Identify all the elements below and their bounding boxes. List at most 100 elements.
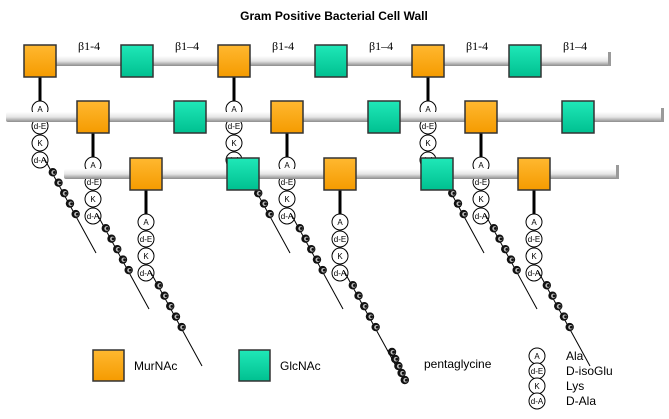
legend-pentaglycine-icon xyxy=(387,347,409,385)
amino-acid-label: d-A xyxy=(528,269,541,278)
amino-acid-d-a: d-A xyxy=(472,207,490,225)
glycine-bead xyxy=(65,199,75,208)
glcnac-square xyxy=(561,100,595,134)
amino-acid-circle xyxy=(31,151,49,169)
amino-acid-label: K xyxy=(425,139,431,148)
linkage-label: β1–4 xyxy=(369,39,393,53)
linkage-label: β1-4 xyxy=(272,39,294,53)
glycine-bead xyxy=(501,244,510,254)
murnac-square xyxy=(76,100,110,134)
glycine-bead xyxy=(559,312,569,321)
glcnac-square xyxy=(420,157,454,191)
glycine-bead xyxy=(512,265,521,275)
amino-acid-circle xyxy=(525,213,543,231)
glcnac-square xyxy=(314,44,348,78)
amino-acid-a: A xyxy=(528,347,546,365)
murnac-square xyxy=(217,44,251,78)
amino-acid-circle xyxy=(278,190,296,208)
amino-acid-label: d-E xyxy=(531,367,543,376)
amino-acid-d-a: d-A xyxy=(31,151,49,169)
murnac-square xyxy=(517,157,551,191)
amino-acid-label: d-E xyxy=(475,178,487,187)
amino-acid-label: d-E xyxy=(422,122,434,131)
legend-pentaglycine-label: pentaglycine xyxy=(424,357,492,371)
amino-acid-label: K xyxy=(478,195,484,204)
amino-acid-d-e: d-E xyxy=(525,230,543,248)
legend-aa-name: D-Ala xyxy=(566,394,596,408)
glycine-bead xyxy=(101,224,111,233)
amino-acid-label: K xyxy=(37,139,43,148)
amino-acid-circle xyxy=(525,264,543,282)
glycine-bead xyxy=(118,255,128,264)
amino-acid-circle xyxy=(525,247,543,265)
amino-acid-label: A xyxy=(143,218,149,227)
glycine-bead xyxy=(542,281,551,290)
amino-acid-circle xyxy=(31,134,49,152)
amino-acid-label: A xyxy=(425,105,431,114)
backbone-end xyxy=(661,108,664,122)
amino-acid-label: d-E xyxy=(528,235,540,244)
amino-acid-a: A xyxy=(525,213,543,231)
murnac-square xyxy=(411,44,445,78)
glycine-bead xyxy=(506,255,516,264)
glycine-bead xyxy=(318,265,327,275)
murnac-square xyxy=(23,44,57,78)
amino-acid-label: d-A xyxy=(531,397,544,406)
stem-peptide: Ad-E Kd-A xyxy=(137,190,203,367)
amino-acid-circle xyxy=(331,247,349,265)
glycine-bead xyxy=(495,234,504,243)
amino-acid-d-a: d-A xyxy=(528,392,546,410)
amino-acid-label: d-A xyxy=(281,212,294,221)
amino-acid-k: K xyxy=(331,247,349,265)
amino-acid-circle xyxy=(84,190,102,208)
murnac-square xyxy=(323,157,357,191)
amino-acid-label: A xyxy=(534,352,540,361)
amino-acid-circle xyxy=(225,134,243,152)
amino-acid-k: K xyxy=(278,190,296,208)
amino-acid-d-e: d-E xyxy=(331,230,349,248)
amino-acid-k: K xyxy=(84,190,102,208)
amino-acid-label: d-E xyxy=(34,122,46,131)
glycine-bead xyxy=(397,368,406,378)
legend-aa-name: D-isoGlu xyxy=(566,364,613,378)
legend-glcnac-label: GlcNAc xyxy=(280,359,321,373)
glycine-bead xyxy=(391,354,400,364)
amino-acid-k: K xyxy=(525,247,543,265)
glycine-bead xyxy=(459,209,468,219)
amino-acid-label: A xyxy=(478,161,484,170)
amino-acid-label: K xyxy=(143,252,149,261)
glycine-bead xyxy=(307,244,316,254)
amino-acid-label: d-A xyxy=(475,212,488,221)
amino-acid-label: d-E xyxy=(228,122,240,131)
glycine-bead xyxy=(548,291,557,300)
amino-acid-circle xyxy=(84,207,102,225)
amino-acid-a: A xyxy=(137,213,155,231)
amino-acid-d-e: d-E xyxy=(137,230,155,248)
amino-acid-label: A xyxy=(284,161,290,170)
amino-acid-circle xyxy=(472,207,490,225)
amino-acid-circle xyxy=(331,264,349,282)
stem-peptide: Ad-EKd-A xyxy=(225,77,291,254)
glycine-bead xyxy=(54,178,63,187)
amino-acid-label: d-E xyxy=(140,235,152,244)
glycine-bead xyxy=(371,322,380,332)
stem-peptide: Ad-EKd-A xyxy=(278,133,344,310)
murnac-square xyxy=(129,157,163,191)
amino-acid-circle xyxy=(472,190,490,208)
glycine-bead xyxy=(387,347,397,357)
amino-acid-d-a: d-A xyxy=(331,264,349,282)
amino-acid-circle xyxy=(528,392,546,410)
amino-acid-circle xyxy=(331,213,349,231)
amino-acid-label: d-A xyxy=(140,269,153,278)
murnac-square xyxy=(464,100,498,134)
glycine-bead xyxy=(259,199,269,208)
linkage-label: β1-4 xyxy=(78,39,100,53)
amino-acid-circle xyxy=(137,247,155,265)
glycine-bead xyxy=(265,209,274,219)
glycine-bead xyxy=(60,188,69,198)
legend-aa-name: Ala xyxy=(566,349,584,363)
amino-acid-label: d-A xyxy=(87,212,100,221)
glycine-bead xyxy=(365,312,375,321)
glycine-bead xyxy=(166,301,175,311)
glycine-bead xyxy=(301,234,310,243)
